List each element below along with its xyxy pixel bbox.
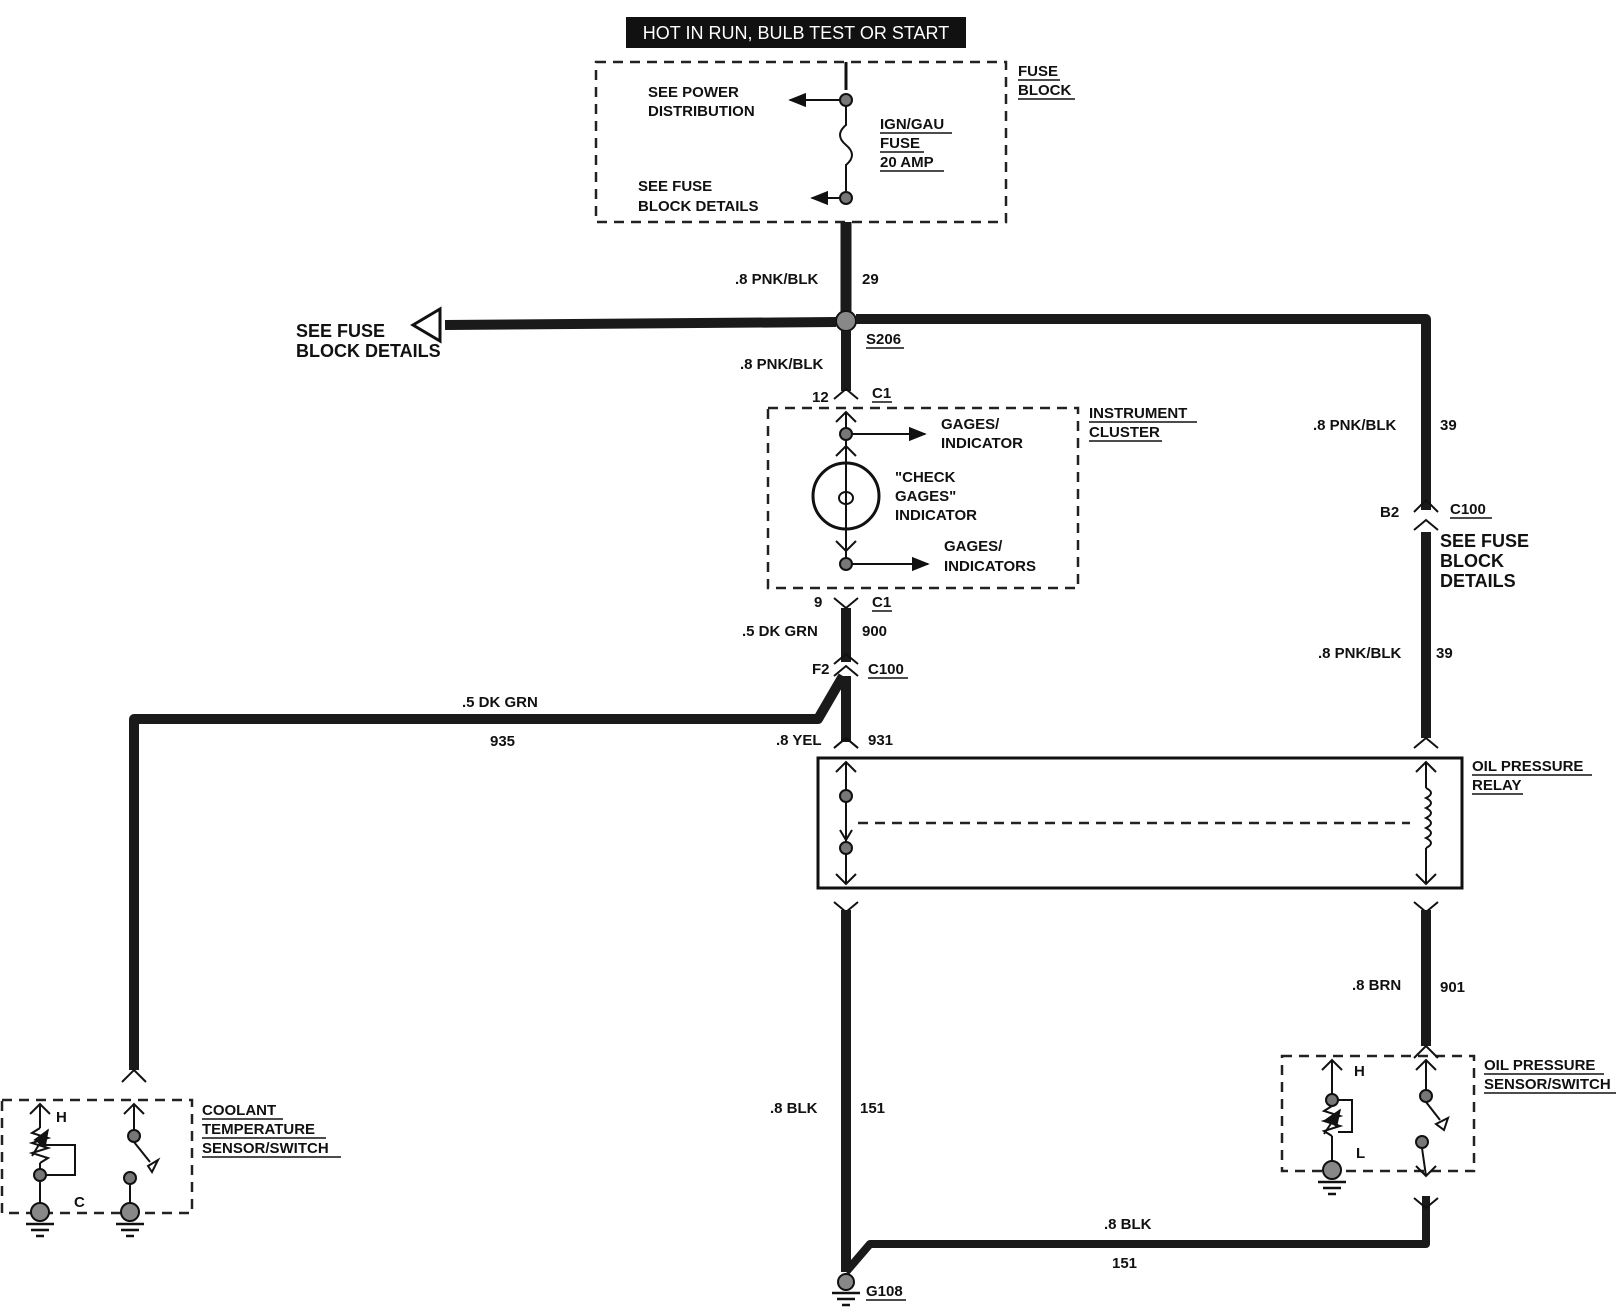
oil-pressure-sensor-switch: H L OIL PRESSURE SENSOR/SWITCH bbox=[1280, 1044, 1616, 1196]
gages-top-line1: GAGES/ bbox=[941, 416, 1000, 433]
c1-bottom-label: C1 bbox=[872, 594, 891, 611]
relay-name-line1: OIL PRESSURE bbox=[1472, 758, 1583, 775]
wire-151-color: .8 BLK bbox=[770, 1100, 818, 1117]
header-banner: HOT IN RUN, BULB TEST OR START bbox=[626, 17, 966, 48]
fuse-block-name-line1: FUSE bbox=[1018, 63, 1058, 80]
right-ref-line3: DETAILS bbox=[1440, 571, 1516, 591]
wire-29-color: .8 PNK/BLK bbox=[735, 271, 819, 288]
left-feed-arrow-icon bbox=[410, 306, 442, 344]
wire-39-top-number: 39 bbox=[1440, 417, 1457, 434]
connector-c1-top: 12 C1 bbox=[812, 385, 892, 406]
splice-s206-label: S206 bbox=[866, 331, 901, 348]
oil-sensor-resistor-icon bbox=[1320, 1105, 1344, 1137]
c100-left-pin: F2 bbox=[812, 661, 830, 678]
left-ref-line2: BLOCK DETAILS bbox=[296, 341, 441, 361]
right-ref-line1: SEE FUSE bbox=[1440, 531, 1529, 551]
wire-901-color: .8 BRN bbox=[1352, 977, 1401, 994]
fuse-block-name-line2: BLOCK bbox=[1018, 82, 1071, 99]
wire-900: .5 DK GRN 900 bbox=[742, 608, 887, 662]
fuse-label-line2: FUSE bbox=[880, 135, 920, 152]
wire-151-number: 151 bbox=[860, 1100, 885, 1117]
wire-39: .8 PNK/BLK 39 .8 PNK/BLK 39 bbox=[856, 314, 1457, 738]
connector-c100-right: B2 C100 SEE FUSE BLOCK DETAILS bbox=[1380, 498, 1529, 591]
oil-sensor-name-line2: SENSOR/SWITCH bbox=[1484, 1076, 1611, 1093]
see-fuse-line2: BLOCK DETAILS bbox=[638, 198, 759, 215]
wire-to-c1-color: .8 PNK/BLK bbox=[740, 356, 824, 373]
splice-s206: S206 bbox=[835, 310, 904, 349]
wire-151h-number: 151 bbox=[1112, 1255, 1137, 1272]
wire-39-top-color: .8 PNK/BLK bbox=[1313, 417, 1397, 434]
wire-900-number: 900 bbox=[862, 623, 887, 640]
wire-931-color: .8 YEL bbox=[776, 732, 822, 749]
wire-901: .8 BRN 901 bbox=[1352, 901, 1465, 1046]
connector-c1-bottom: 9 C1 bbox=[814, 594, 892, 612]
relay-coil-icon bbox=[1423, 787, 1432, 849]
gages-bot-line1: GAGES/ bbox=[944, 538, 1003, 555]
coolant-name-line2: TEMPERATURE bbox=[202, 1121, 315, 1138]
wire-29-number: 29 bbox=[862, 271, 879, 288]
wire-29: .8 PNK/BLK 29 bbox=[735, 222, 879, 312]
gages-bot-line2: INDICATORS bbox=[944, 558, 1036, 575]
see-fuse-line1: SEE FUSE bbox=[638, 178, 712, 195]
ground-name: G108 bbox=[866, 1283, 903, 1300]
wire-151h-color: .8 BLK bbox=[1104, 1216, 1152, 1233]
wire-900-color: .5 DK GRN bbox=[742, 623, 818, 640]
wire-931-number: 931 bbox=[868, 732, 893, 749]
header-title: HOT IN RUN, BULB TEST OR START bbox=[643, 23, 949, 43]
oil-sensor-l-label: L bbox=[1356, 1145, 1365, 1162]
coolant-c-label: C bbox=[74, 1194, 85, 1211]
oil-pressure-relay: OIL PRESSURE RELAY bbox=[816, 736, 1592, 890]
coolant-name-line1: COOLANT bbox=[202, 1102, 276, 1119]
coolant-sensor-switch: H C COOLANT TEMPERATURE SENSOR/SWITCH bbox=[0, 1098, 341, 1238]
wire-935-color: .5 DK GRN bbox=[462, 694, 538, 711]
wire-935: .5 DK GRN 935 bbox=[121, 673, 848, 1083]
coolant-h-label: H bbox=[56, 1109, 67, 1126]
c1-bottom-pin: 9 bbox=[814, 594, 822, 611]
wire-901-number: 901 bbox=[1440, 979, 1465, 996]
check-gages-line1: "CHECK bbox=[895, 469, 956, 486]
ground-icon bbox=[837, 1273, 855, 1291]
c100-right-label: C100 bbox=[1450, 501, 1486, 518]
cluster-name-line1: INSTRUMENT bbox=[1089, 405, 1187, 422]
c1-top-pin: 12 bbox=[812, 389, 829, 406]
check-gages-line2: GAGES" bbox=[895, 488, 956, 505]
fuse-label-line1: IGN/GAU bbox=[880, 116, 944, 133]
wire-left-feed: SEE FUSE BLOCK DETAILS bbox=[296, 306, 837, 361]
wire-151: .8 BLK 151 bbox=[770, 901, 885, 1272]
relay-name-line2: RELAY bbox=[1472, 777, 1521, 794]
right-ref-line2: BLOCK bbox=[1440, 551, 1504, 571]
cluster-name-line2: CLUSTER bbox=[1089, 424, 1160, 441]
c100-left-label: C100 bbox=[868, 661, 904, 678]
wire-935-number: 935 bbox=[490, 733, 515, 750]
check-gages-line3: INDICATOR bbox=[895, 507, 977, 524]
connector-c100-left: F2 C100 bbox=[812, 652, 908, 679]
oil-sensor-h-label: H bbox=[1354, 1063, 1365, 1080]
instrument-cluster: INSTRUMENT CLUSTER GAGES/ INDICATOR "CHE… bbox=[766, 405, 1197, 590]
wire-151-horizontal: .8 BLK 151 bbox=[842, 1196, 1439, 1275]
ground-g108: G108 bbox=[832, 1273, 906, 1307]
fuse-symbol-icon bbox=[839, 106, 853, 191]
c1-top-label: C1 bbox=[872, 385, 891, 402]
wire-39-bottom-color: .8 PNK/BLK bbox=[1318, 645, 1402, 662]
fuse-block: FUSE BLOCK SEE POWER DISTRIBUTION SEE FU… bbox=[594, 60, 1075, 224]
fuse-label-line3: 20 AMP bbox=[880, 154, 934, 171]
left-ref-line1: SEE FUSE bbox=[296, 321, 385, 341]
c100-right-pin: B2 bbox=[1380, 504, 1399, 521]
coolant-name-line3: SENSOR/SWITCH bbox=[202, 1140, 329, 1157]
gages-top-line2: INDICATOR bbox=[941, 435, 1023, 452]
see-power-line1: SEE POWER bbox=[648, 84, 739, 101]
wire-to-c1: .8 PNK/BLK bbox=[740, 331, 851, 391]
oil-sensor-name-line1: OIL PRESSURE bbox=[1484, 1057, 1595, 1074]
wire-39-bottom-number: 39 bbox=[1436, 645, 1453, 662]
see-power-line2: DISTRIBUTION bbox=[648, 103, 755, 120]
